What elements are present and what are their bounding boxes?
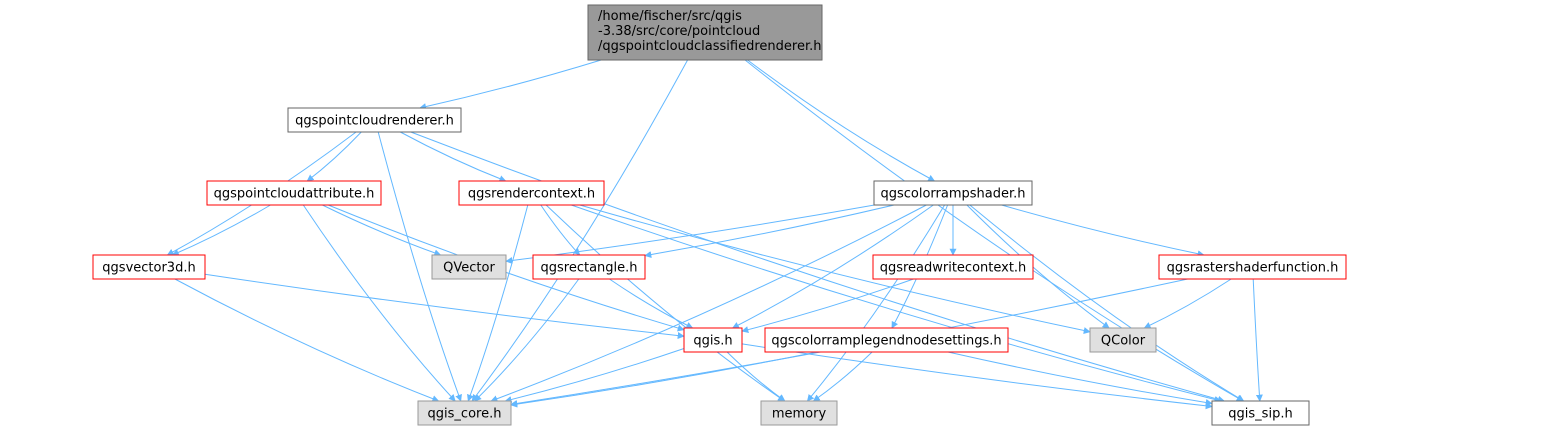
node-pcrenderer[interactable]: qgspointcloudrenderer.h [287,107,462,133]
edge-qgis-to-qgiscore [504,348,685,403]
edge-vector3d-to-qgis [204,273,685,339]
edge-rendercontext-to-qcolor [579,204,1091,334]
edge-pcattribute-to-vector3d [171,204,271,256]
edge-rendercontext-to-memory [545,204,785,402]
node-label-qgiscore: qgis_core.h [428,407,502,422]
node-label-qgis: qgis.h [693,334,732,349]
edge-pcrenderer-to-pcattribute [306,131,362,182]
node-label-rendercontext: qgsrendercontext.h [468,187,595,202]
edge-rendercontext-to-qgissip [571,204,1222,403]
node-rectangle[interactable]: qgsrectangle.h [532,254,646,280]
node-box-qgiscore [417,400,512,426]
node-qvector[interactable]: QVector [431,254,507,280]
node-box-qgis [683,327,743,353]
node-label-crlegend: qgscolorramplegendnodesettings.h [771,334,1001,349]
node-box-crampshader [873,180,1033,206]
node-label-pcrenderer: qgspointcloudrenderer.h [295,114,454,129]
edge-rwcontext-to-qgis [741,278,914,334]
edge-pcattribute-to-qvector [322,204,442,257]
node-box-pcrenderer [287,107,462,133]
node-label-rectangle: qgsrectangle.h [540,261,637,276]
edge-crampshader-to-memory [806,204,946,402]
node-qgis[interactable]: qgis.h [683,327,743,353]
node-box-root [587,4,823,61]
edge-root-to-qgissip [744,59,1244,402]
edge-root-to-crampshader [747,59,936,182]
node-crampshader[interactable]: qgscolorrampshader.h [873,180,1033,206]
nodes-layer: /home/fischer/src/qgis-3.38/src/core/poi… [92,4,1347,426]
node-box-qgissip [1211,400,1310,426]
edge-crampshader-to-qcolor [966,204,1110,329]
edge-vector3d-to-qgiscore [174,278,440,402]
node-label-qgissip: qgis_sip.h [1228,407,1292,422]
node-qgissip[interactable]: qgis_sip.h [1211,400,1310,426]
node-box-qcolor [1089,327,1157,353]
edge-qgis-to-memory [726,351,786,402]
node-qcolor[interactable]: QColor [1089,327,1157,353]
edge-root-to-pcrenderer [419,59,602,111]
node-box-vector3d [92,254,206,280]
edge-pcrenderer-to-qgissip [410,131,1225,403]
edge-crampshader-to-qgis [731,204,934,329]
node-label-crampshader: qgscolorrampshader.h [880,187,1025,202]
node-rwcontext[interactable]: qgsreadwritecontext.h [872,254,1034,280]
node-label-rwcontext: qgsreadwritecontext.h [880,261,1027,276]
edge-crlegend-to-qgissip [947,351,1213,406]
node-box-pcattribute [206,180,382,206]
node-label-rshaderfn: qgsrastershaderfunction.h [1167,261,1339,276]
node-root[interactable]: /home/fischer/src/qgis-3.38/src/core/poi… [587,4,823,61]
node-rshaderfn[interactable]: qgsrastershaderfunction.h [1158,254,1347,280]
node-label-root: -3.38/src/core/pointcloud [598,24,760,39]
node-box-rectangle [532,254,646,280]
node-rendercontext[interactable]: qgsrendercontext.h [458,180,605,206]
node-label-qcolor: QColor [1101,334,1146,349]
edge-rectangle-to-qgis [609,278,694,329]
edge-root-to-qgiscore [471,59,689,402]
node-vector3d[interactable]: qgsvector3d.h [92,254,206,280]
edge-pcrenderer-to-rendercontext [400,131,507,182]
edge-rendercontext-to-rectangle [540,204,581,256]
node-label-memory: memory [772,407,827,422]
node-label-pcattribute: qgspointcloudattribute.h [214,187,375,202]
edge-pcrenderer-to-qgiscore [377,131,462,402]
node-box-rwcontext [872,254,1034,280]
node-crlegend[interactable]: qgscolorramplegendnodesettings.h [764,327,1009,353]
node-memory[interactable]: memory [760,400,838,426]
edge-qgis-to-qgissip [741,343,1213,410]
node-box-crlegend [764,327,1009,353]
node-label-vector3d: qgsvector3d.h [102,261,195,276]
node-box-memory [760,400,838,426]
node-label-root: /qgspointcloudclassifiedrenderer.h [598,39,821,54]
edge-pcattribute-to-qgiscore [302,204,456,402]
edge-crlegend-to-memory [812,351,873,402]
node-box-rshaderfn [1158,254,1347,280]
edge-crampshader-to-qgiscore [490,204,927,403]
edge-crlegend-to-qgiscore [510,351,818,408]
node-label-qvector: QVector [443,261,495,276]
node-box-rendercontext [458,180,605,206]
node-box-qvector [431,254,507,280]
edge-crampshader-to-rectangle [644,204,895,258]
edge-rshaderfn-to-qcolor [1143,278,1232,329]
node-qgiscore[interactable]: qgis_core.h [417,400,512,426]
edge-crampshader-to-rshaderfn [1001,204,1205,258]
edge-rectangle-to-qgiscore [474,278,580,402]
edge-rshaderfn-to-qgissip [1252,278,1263,402]
edge-crampshader-to-qgissip [969,204,1245,402]
edge-rendercontext-to-qgiscore [467,204,529,402]
node-pcattribute[interactable]: qgspointcloudattribute.h [206,180,382,206]
node-label-root: /home/fischer/src/qgis [598,9,742,24]
